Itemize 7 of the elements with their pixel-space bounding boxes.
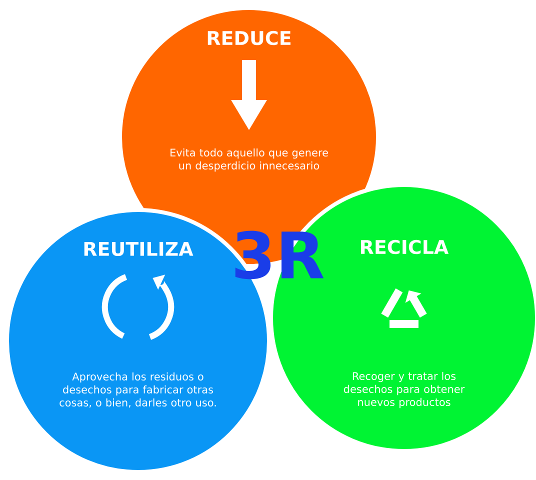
circle-text: Recoger y tratar los desechos para obtener nuevos productos bbox=[344, 372, 465, 408]
circle-text: Evita todo aquello que genere un desperdicio innecesario bbox=[170, 148, 328, 172]
circle-text: Aprovecha los residuos o desechos para fabricar otras cosas, o bien, darles otro uso. bbox=[60, 372, 216, 408]
circle-title: RECICLA bbox=[361, 240, 449, 254]
circle-title: REUTILIZA bbox=[84, 242, 194, 256]
circle-title: REDUCE bbox=[208, 30, 290, 46]
title-3r: 3R bbox=[235, 230, 324, 280]
